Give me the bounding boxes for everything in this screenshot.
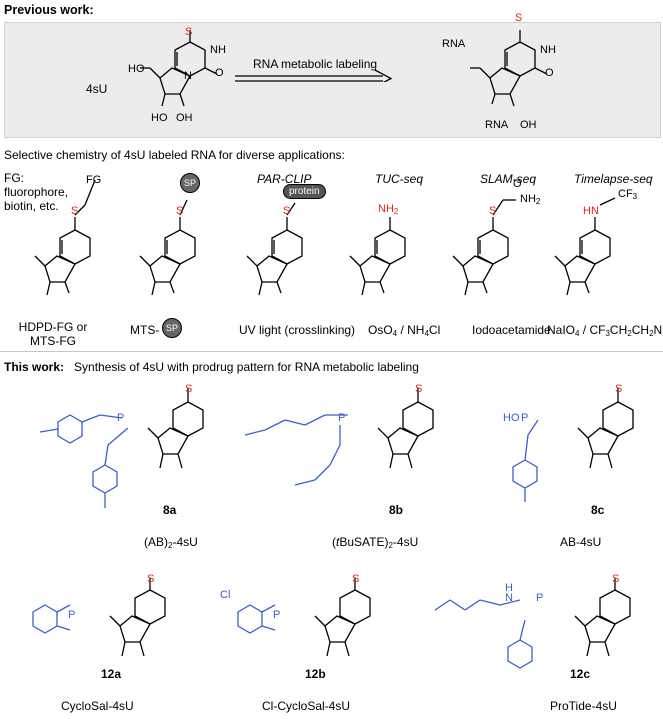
- atom-s: S: [185, 26, 193, 38]
- this-work-text: Synthesis of 4sU with prodrug pattern fo…: [74, 360, 419, 374]
- structure-12c: [434, 578, 631, 669]
- atom-oh-right: OH: [520, 119, 537, 131]
- structure-method-4: [349, 217, 406, 296]
- p-12b: P: [273, 609, 281, 621]
- s-12b: S: [352, 573, 360, 585]
- method-6-hn: HN: [583, 205, 599, 217]
- structure-12b: [237, 578, 371, 657]
- fg-note-line1: FG:: [4, 171, 24, 185]
- arrow-label: RNA metabolic labeling: [253, 57, 378, 71]
- id-12b: 12b: [305, 667, 326, 681]
- this-work-bold: This work:: [4, 360, 65, 374]
- id-12a: 12a: [101, 667, 122, 681]
- id-8c: 8c: [591, 503, 605, 517]
- method-6-label: NaIO4 / CF3CH2CH2NH2: [547, 323, 663, 338]
- id-8a: 8a: [163, 503, 177, 517]
- method-4-title: TUC-seq: [375, 172, 424, 186]
- atom-n: N: [184, 70, 192, 82]
- method-5-o: O: [513, 178, 522, 190]
- ho-8c: HO: [503, 412, 520, 424]
- structure-method-1: [34, 179, 96, 296]
- n-12c: N: [505, 592, 513, 604]
- method-2-label: MTS-: [130, 323, 160, 337]
- protein-pill: protein: [283, 184, 326, 199]
- fg-label: FG: [86, 174, 102, 186]
- method-3-label: UV light (crosslinking): [239, 323, 356, 337]
- structure-8c: [512, 388, 634, 502]
- fg-note-line2: fluorophore,: [4, 185, 69, 199]
- method-4-nh2: NH2: [378, 203, 399, 216]
- name-12c: ProTide-4sU: [550, 699, 617, 713]
- atom-s-right: S: [515, 12, 523, 24]
- rna-top: RNA: [442, 38, 466, 50]
- structure-8a: [39, 388, 204, 508]
- method-5-s: S: [489, 205, 497, 217]
- sp-pill-top: SP: [180, 173, 200, 193]
- cl-12b: Cl: [220, 589, 231, 601]
- id-8b: 8b: [389, 503, 404, 517]
- p-8b: P: [338, 412, 346, 424]
- selective-header: Selective chemistry of 4sU labeled RNA f…: [4, 148, 345, 162]
- structure-method-3: [246, 202, 303, 296]
- previous-work-panel: [4, 22, 661, 138]
- s-8b: S: [415, 383, 423, 395]
- method-5-nh2: NH2: [520, 193, 541, 206]
- rna-bottom: RNA: [485, 119, 509, 131]
- name-8c: AB-4sU: [560, 535, 602, 549]
- structure-rna-4su: [470, 30, 548, 107]
- atom-ho: HO: [128, 63, 145, 75]
- structure-method-5: [452, 199, 516, 296]
- structure-method-2: [139, 199, 196, 296]
- p-12c: P: [536, 592, 544, 604]
- method-1-label-line2: MTS-FG: [30, 334, 76, 348]
- method-1-label: HDPD-FG or MTS-FG: [8, 320, 98, 348]
- atom-nh-right: NH: [540, 44, 556, 56]
- sp-pill-bottom: SP: [162, 318, 182, 338]
- p-12a: P: [68, 609, 76, 621]
- name-8a: (AB)2-4sU: [144, 535, 198, 550]
- p-8c: P: [521, 412, 529, 424]
- method-6-title: Timelapse-seq: [574, 172, 653, 186]
- this-work-header: This work: Synthesis of 4sU with prodrug…: [4, 360, 419, 374]
- label-4su: 4sU: [86, 82, 108, 96]
- atom-o: O: [215, 67, 224, 79]
- s-12c: S: [612, 573, 620, 585]
- s-8a: S: [185, 383, 193, 395]
- method-2-s: S: [176, 205, 184, 217]
- structure-method-6: [554, 197, 616, 296]
- name-12b: Cl-CycloSal-4sU: [262, 699, 351, 713]
- structure-12a: [32, 578, 166, 657]
- p-8a: P: [117, 412, 125, 424]
- structure-4su: [140, 30, 218, 107]
- method-3-title: PAR-CLIP: [257, 172, 312, 186]
- s-12a: S: [147, 573, 155, 585]
- atom-nh: NH: [210, 44, 226, 56]
- name-8b: (tBuSATE)2-4sU: [332, 535, 419, 550]
- structure-8b: [244, 388, 434, 486]
- atom-ho-2: HO: [151, 112, 168, 124]
- method-6-cf3: CF3: [618, 188, 638, 201]
- fg-note: FG: fluorophore, biotin, etc.: [4, 171, 68, 213]
- method-5-label: Iodoacetamide: [472, 323, 551, 337]
- labeling-arrow: [235, 69, 393, 82]
- h-12c: H: [505, 582, 513, 594]
- section-divider: [0, 351, 663, 352]
- atom-o-right: O: [545, 67, 554, 79]
- method-4-label: OsO4 / NH4Cl: [368, 323, 441, 338]
- previous-work-header: Previous work:: [4, 3, 94, 17]
- atom-oh: OH: [176, 112, 193, 124]
- method-3-s: S: [283, 205, 291, 217]
- method-1-label-line1: HDPD-FG or: [18, 320, 88, 334]
- fg-note-line3: biotin, etc.: [4, 199, 59, 213]
- s-8c: S: [615, 383, 623, 395]
- name-12a: CycloSal-4sU: [61, 699, 134, 713]
- method-5-title: SLAM-seq: [480, 172, 537, 186]
- id-12c: 12c: [570, 667, 591, 681]
- method-1-s: S: [71, 205, 79, 217]
